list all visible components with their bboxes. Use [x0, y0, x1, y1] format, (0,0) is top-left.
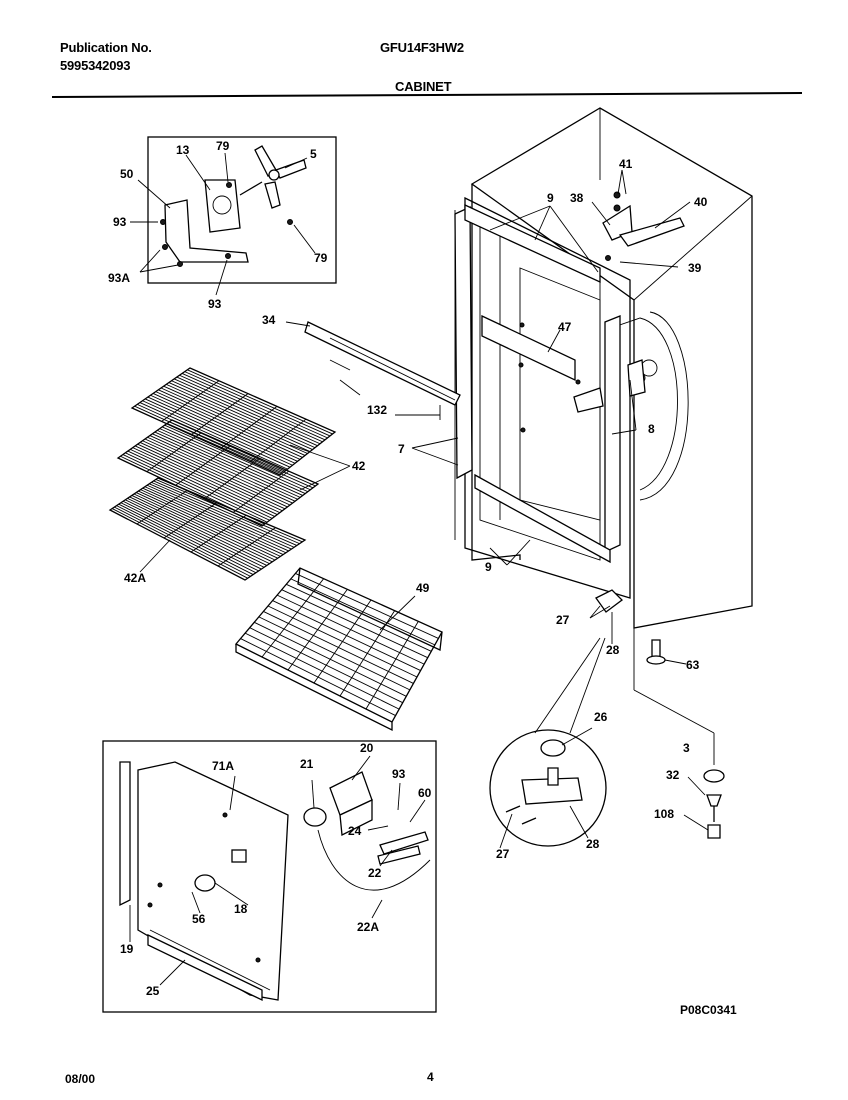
- hinge-detail: [489, 637, 607, 849]
- footer-date: 08/00: [65, 1072, 96, 1086]
- callout-18: 18: [234, 902, 248, 916]
- model-number: GFU14F3HW2: [380, 40, 464, 55]
- callout-93-lower: 93: [208, 297, 222, 311]
- callout-49: 49: [416, 581, 430, 595]
- callout-5: 5: [310, 147, 317, 161]
- callout-8: 8: [648, 422, 655, 436]
- fan-motor-inset: [130, 136, 337, 296]
- callout-93: 93: [113, 215, 127, 229]
- callout-19: 19: [120, 942, 134, 956]
- callout-22a: 22A: [357, 920, 379, 934]
- callout-41: 41: [619, 157, 633, 171]
- shelf-support-bar: [285, 321, 461, 420]
- footer-page-number: 4: [427, 1070, 434, 1084]
- callout-13: 13: [176, 143, 190, 157]
- publication-number: 5995342093: [60, 58, 131, 73]
- leveling-leg-parts: [683, 769, 725, 839]
- callout-7: 7: [398, 442, 405, 456]
- drawing-code: P08C0341: [680, 1003, 737, 1017]
- callout-28: 28: [606, 643, 620, 657]
- callout-9-top: 9: [547, 191, 554, 205]
- section-title: CABINET: [395, 79, 452, 94]
- callout-50: 50: [120, 167, 134, 181]
- cabinet-shell: [454, 107, 753, 665]
- header-rule: [51, 92, 803, 98]
- callout-39: 39: [688, 261, 702, 275]
- callout-60: 60: [418, 786, 432, 800]
- callout-93-inset: 93: [392, 767, 406, 781]
- publication-label: Publication No.: [60, 40, 152, 55]
- callout-22: 22: [368, 866, 382, 880]
- callout-24: 24: [348, 824, 362, 838]
- callout-27: 27: [556, 613, 570, 627]
- callout-42: 42: [352, 459, 366, 473]
- callout-47: 47: [558, 320, 572, 334]
- callout-93a: 93A: [108, 271, 130, 285]
- callout-21: 21: [300, 757, 314, 771]
- callout-labels: 13 79 5 50 93 93A 93 79 41 38 40 39 9 47…: [108, 139, 708, 998]
- callout-79: 79: [216, 139, 230, 153]
- callout-34: 34: [262, 313, 276, 327]
- callout-42a: 42A: [124, 571, 146, 585]
- callout-26: 26: [594, 710, 608, 724]
- cabinet-leaders: [411, 169, 715, 765]
- callout-25: 25: [146, 984, 160, 998]
- callout-27-detail: 27: [496, 847, 510, 861]
- callout-63: 63: [686, 658, 700, 672]
- callout-32: 32: [666, 768, 680, 782]
- callout-56: 56: [192, 912, 206, 926]
- callout-71a: 71A: [212, 759, 234, 773]
- callout-28-detail: 28: [586, 837, 600, 851]
- wire-shelves: [108, 367, 351, 581]
- wire-basket: [234, 567, 443, 732]
- callout-132: 132: [367, 403, 387, 417]
- callout-79-lower: 79: [314, 251, 328, 265]
- callout-20: 20: [360, 741, 374, 755]
- callout-9-bottom: 9: [485, 560, 492, 574]
- callout-38: 38: [570, 191, 584, 205]
- evaporator-cover-inset: [102, 740, 437, 1013]
- callout-108: 108: [654, 807, 674, 821]
- callout-40: 40: [694, 195, 708, 209]
- callout-3: 3: [683, 741, 690, 755]
